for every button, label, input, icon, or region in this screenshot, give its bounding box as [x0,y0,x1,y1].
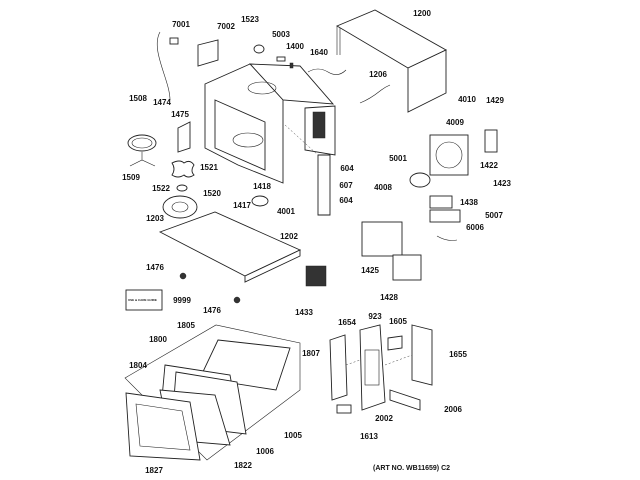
part-label: 7001 [172,20,190,29]
part-label: 1805 [177,321,195,330]
leader-lines [284,124,413,366]
part-label: 1417 [233,201,251,210]
part-label: 1640 [310,48,328,57]
part-label: 1423 [493,179,511,188]
part-label: 1476 [146,263,164,272]
part-label: 1429 [486,96,504,105]
part-label: 604 [340,164,354,173]
outer-cabinet [336,9,447,113]
base-plate: USE & CARE GUIDE [125,211,302,311]
part-label: 1006 [256,447,274,456]
part-label: 1422 [480,161,498,170]
part-label: 5007 [485,211,503,220]
part-label: 1804 [129,361,147,370]
part-label: 1508 [129,94,147,103]
part-label: 1654 [338,318,356,327]
part-label: 1605 [389,317,407,326]
part-label: 1428 [380,293,398,302]
part-label: 1202 [280,232,298,241]
part-label: 1655 [449,350,467,359]
door-assembly [124,324,301,461]
oven-cavity [204,63,336,184]
part-label: 1425 [361,266,379,275]
part-label: 1509 [122,173,140,182]
part-label: 604 [339,196,353,205]
part-label: 1822 [234,461,252,470]
part-label: 1005 [284,431,302,440]
part-label: 4001 [277,207,295,216]
part-label: 1807 [302,349,320,358]
art-number: (ART NO. WB11659) C2 [373,465,450,472]
part-label: 1203 [146,214,164,223]
part-label: 5001 [389,154,407,163]
part-label: 607 [339,181,353,190]
part-label: 1523 [241,15,259,24]
part-label: 9999 [173,296,191,305]
fan-and-motor-parts [305,129,498,287]
part-label: 1827 [145,466,163,475]
part-label: 1433 [295,308,313,317]
part-label: 1476 [203,306,221,315]
use-care-booklet [125,289,163,311]
part-label: 1613 [360,432,378,441]
part-label: 1800 [149,335,167,344]
part-label: 1400 [286,42,304,51]
part-label: 1438 [460,198,478,207]
control-panel-assembly [329,324,433,414]
part-label: 1418 [253,182,271,191]
turntable-parts [127,31,391,219]
part-label: 7002 [217,22,235,31]
part-label: 1200 [413,9,431,18]
part-label: 6006 [466,223,484,232]
part-labels: 7001 7002 1523 5003 1400 1640 1200 1206 … [122,9,511,475]
part-label: 2002 [375,414,393,423]
part-label: 1474 [153,98,171,107]
part-label: 4009 [446,118,464,127]
part-label: 1521 [200,163,218,172]
part-label: 1475 [171,110,189,119]
part-label: 2006 [444,405,462,414]
part-label: 5003 [272,30,290,39]
part-label: 1520 [203,189,221,198]
booklet-text: USE & CARE GUIDE [128,298,157,302]
part-label: 4008 [374,183,392,192]
part-label: 4010 [458,95,476,104]
part-label: 923 [368,312,382,321]
part-label: 1522 [152,184,170,193]
part-label: 1206 [369,70,387,79]
